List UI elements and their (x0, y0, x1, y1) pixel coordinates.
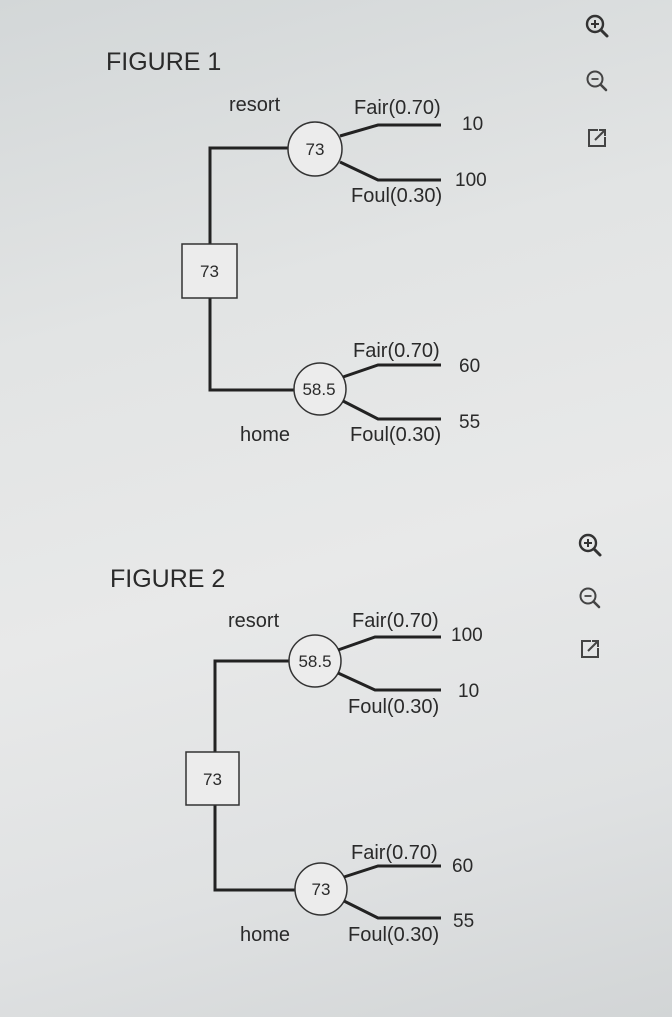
figure-2-home-chance-node (294, 862, 348, 916)
figure-1-resort-foul-label: Foul(0.30) (351, 185, 442, 207)
figure-2-home-node-value: 73 (312, 880, 331, 899)
figure-1-resort-fair-payoff: 10 (462, 114, 483, 135)
figure-1-decision-value: 73 (200, 262, 219, 281)
figure-2-resort-fair-edge (337, 635, 441, 652)
figure-1-home-fair-edge (342, 363, 441, 379)
figure-1-resort-node-value: 73 (306, 140, 325, 159)
figure-1-resort-foul-edge (339, 160, 441, 182)
figure-2-home-fair-edge (343, 864, 441, 879)
figure-2-resort-edge (213, 659, 290, 752)
figure-1-home-fair-payoff: 60 (459, 356, 480, 377)
figure-1-zoom-out-button[interactable] (582, 66, 612, 96)
zoom-in-icon (585, 14, 609, 38)
figure-2-home-fair-label: Fair(0.70) (351, 842, 438, 864)
figure-2-home-foul-label: Foul(0.30) (348, 924, 439, 946)
figure-2-resort-foul-payoff: 10 (458, 681, 479, 702)
figure-1-resort-label: resort (229, 94, 281, 116)
zoom-out-icon (579, 587, 601, 609)
figure-1-resort-foul-payoff: 100 (455, 170, 487, 191)
figure-2: FIGURE 2 73 resort 58.5 Fair(0.70) 100 F… (110, 565, 483, 946)
figure-2-title: FIGURE 2 (110, 565, 225, 593)
figure-1-title: FIGURE 1 (106, 48, 221, 76)
figure-2-resort-label: resort (228, 610, 280, 632)
figure-1-open-external-button[interactable] (582, 123, 612, 153)
figure-2-resort-foul-edge (337, 671, 441, 692)
open-external-icon (581, 640, 599, 658)
figure-2-home-fair-payoff: 60 (452, 856, 473, 877)
figure-2-resort-fair-label: Fair(0.70) (352, 610, 439, 632)
zoom-out-icon (586, 70, 608, 92)
figure-2-home-edge (213, 805, 298, 892)
figure-1-resort-edge (208, 146, 289, 244)
figure-1: FIGURE 1 73 resort 73 Fair(0.70) 10 Foul… (106, 48, 487, 446)
figure-2-decision-value: 73 (203, 770, 222, 789)
figure-1-home-foul-edge (342, 399, 441, 421)
figure-2-resort-foul-label: Foul(0.30) (348, 696, 439, 718)
figure-2-zoom-in-button[interactable] (575, 530, 605, 560)
figure-1-resort-chance-node (287, 121, 343, 177)
figure-2-resort-chance-node (288, 634, 342, 688)
open-external-icon (588, 129, 606, 147)
figure-1-home-label: home (240, 424, 290, 446)
figure-1-home-node-value: 58.5 (302, 380, 335, 399)
figure-1-home-foul-payoff: 55 (459, 412, 480, 433)
figure-1-home-edge (208, 298, 296, 392)
figure-1-home-foul-label: Foul(0.30) (350, 424, 441, 446)
figure-2-home-foul-edge (343, 899, 441, 920)
figure-2-decision-node (185, 751, 240, 806)
figure-1-resort-fair-edge (339, 123, 441, 138)
figure-1-home-fair-label: Fair(0.70) (353, 340, 440, 362)
figure-2-resort-node-value: 58.5 (298, 652, 331, 671)
figure-2-resort-fair-payoff: 100 (451, 625, 483, 646)
figure-2-home-foul-payoff: 55 (453, 911, 474, 932)
figure-1-decision-node (181, 243, 238, 299)
zoom-in-icon (578, 533, 602, 557)
figure-2-home-label: home (240, 924, 290, 946)
figure-2-open-external-button[interactable] (575, 634, 605, 664)
figure-1-resort-fair-label: Fair(0.70) (354, 97, 441, 119)
figure-1-zoom-in-button[interactable] (582, 11, 612, 41)
figure-1-home-chance-node (293, 362, 347, 416)
figure-2-zoom-out-button[interactable] (575, 583, 605, 613)
